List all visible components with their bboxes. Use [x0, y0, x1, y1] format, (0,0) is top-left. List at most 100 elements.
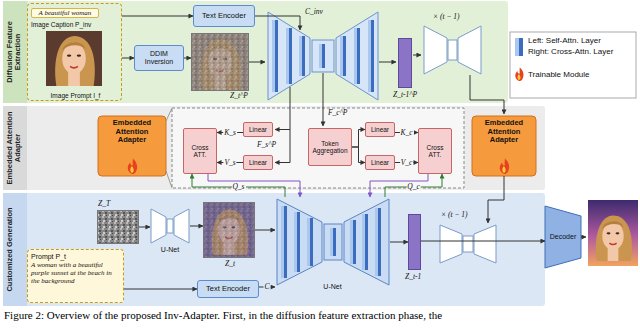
cross-attn-layer: [357, 28, 360, 84]
annotation: F_c^P: [327, 109, 348, 117]
node-text: Image Prompt I_f: [28, 92, 123, 99]
self-attn-layer: [330, 228, 333, 256]
self-attn-layer: [375, 208, 378, 276]
process-box: DDIM Inversion: [134, 45, 184, 71]
node-text: Cross ATT.: [186, 144, 214, 159]
edge-label: Q_s: [231, 183, 245, 191]
wire: [249, 62, 265, 63]
node-text: DDIM Inversion: [137, 50, 181, 66]
unet-encoder: [268, 12, 310, 100]
cross-attn-layer: [378, 208, 381, 276]
connector: [390, 242, 408, 243]
node-text: Image Caption P_inv: [31, 21, 91, 28]
connector: [124, 289, 197, 290]
edge-label: Q_c: [406, 183, 421, 191]
band-ground: [3, 106, 545, 190]
self-attn-layer: [294, 212, 297, 272]
connector: [208, 174, 300, 197]
cross-attn-layer: [353, 220, 356, 264]
encoder-box: Text Encoder: [193, 5, 255, 27]
node-text: Z_t: [204, 260, 256, 268]
attention-box: Cross ATT.: [418, 128, 452, 174]
unet-middle: [463, 236, 473, 252]
edge-label: K_s: [223, 128, 237, 136]
unet-decoder: [336, 12, 378, 100]
wire: [323, 73, 324, 126]
adapter-shape: [472, 116, 536, 176]
self-attn-layer: [319, 44, 322, 68]
edge-label: C: [263, 283, 270, 291]
unet-encoder: [277, 199, 322, 285]
linear-box: Linear: [365, 155, 395, 170]
adapter-box: Embedded Attention Adapter: [98, 116, 166, 176]
prompt-box: Prompt P_tA woman with a beautiful purpl…: [27, 249, 124, 303]
edge-label: K_c: [399, 128, 413, 136]
self-attn-layer: [299, 36, 302, 76]
unet-encoder: [151, 209, 166, 243]
node-text: Prompt P_t: [31, 253, 120, 261]
self-attn-layer: [515, 38, 519, 56]
detail-frame: [172, 108, 464, 188]
node-text: Z_t-1^P: [393, 91, 417, 99]
node-text: Embedded Attention Adapter: [101, 119, 163, 145]
wire: [413, 55, 421, 56]
image-prompt-box: A beautiful womanImage Caption P_invImag…: [27, 3, 122, 101]
node-text: U-Net: [150, 246, 190, 254]
node-text: Z_t-1: [405, 273, 421, 281]
self-attn-layer: [354, 28, 357, 84]
unet-middle: [312, 40, 334, 72]
sunset-photo: [588, 200, 638, 266]
node-text: Token Aggregation: [311, 140, 349, 155]
unet-middle: [324, 224, 342, 260]
self-attn-layer: [307, 218, 310, 266]
connector: [184, 58, 191, 59]
photo-ground: [204, 203, 254, 257]
flame-icon: [128, 158, 137, 174]
noise-overlay: [192, 34, 248, 90]
unet-middle: [167, 219, 173, 233]
band-title: Diffusion Feature Extraction: [6, 4, 23, 100]
self-attn-layer: [340, 36, 343, 76]
legend-text: Trainable Module: [528, 71, 590, 80]
legend-text: Left: Self-Attn. Layer: [528, 37, 601, 46]
band-ground: [3, 1, 508, 103]
connector: [122, 16, 193, 17]
cross-attn-layer: [371, 20, 374, 92]
annotation: × (t − 1): [432, 13, 461, 21]
connector: [122, 58, 134, 59]
connector: [352, 130, 365, 148]
aggregation-box: Token Aggregation: [308, 128, 352, 166]
photo-ground: [192, 34, 248, 90]
self-attn-layer: [350, 220, 353, 264]
cross-attn-layer: [310, 218, 313, 266]
band-strip: [3, 1, 27, 103]
connector: [352, 147, 365, 163]
legend-frame: [510, 32, 636, 98]
noise-overlay: [204, 203, 254, 257]
linear-box: Linear: [365, 122, 395, 137]
annotation: C_inv: [304, 8, 324, 16]
band-strip: [3, 193, 27, 306]
cross-attn-layer: [289, 28, 292, 84]
figure-caption: Figure 2: Overview of the proposed Inv-A…: [4, 309, 636, 322]
node-text: Linear: [245, 126, 271, 133]
node-text: A woman with a beautiful purple sunset a…: [31, 261, 120, 285]
noise-image: Z_T: [97, 210, 139, 244]
wire: [275, 87, 290, 163]
node-text: Z_T: [98, 200, 110, 208]
latent-image: Z_t^P: [191, 33, 249, 91]
attention-box: Cross ATT.: [183, 128, 217, 174]
unet-encoder: [424, 26, 447, 74]
linear-box: Linear: [243, 155, 273, 170]
unet-decoder: [344, 199, 389, 285]
adapter-box: Embedded Attention Adapter: [472, 116, 536, 176]
cross-attn-layer: [519, 38, 523, 56]
decoder-block: Decoder: [545, 206, 581, 268]
node-text: U-Net: [275, 283, 390, 291]
cross-attn-layer: [302, 36, 305, 76]
connector: [421, 241, 545, 242]
stage-band: Customized GenerationPrompt P_tA woman w…: [3, 193, 545, 306]
unet-decoder: [474, 225, 496, 263]
legend-text: Right: Cross-Attn. Layer: [528, 48, 613, 57]
self-attn-layer: [368, 20, 371, 92]
